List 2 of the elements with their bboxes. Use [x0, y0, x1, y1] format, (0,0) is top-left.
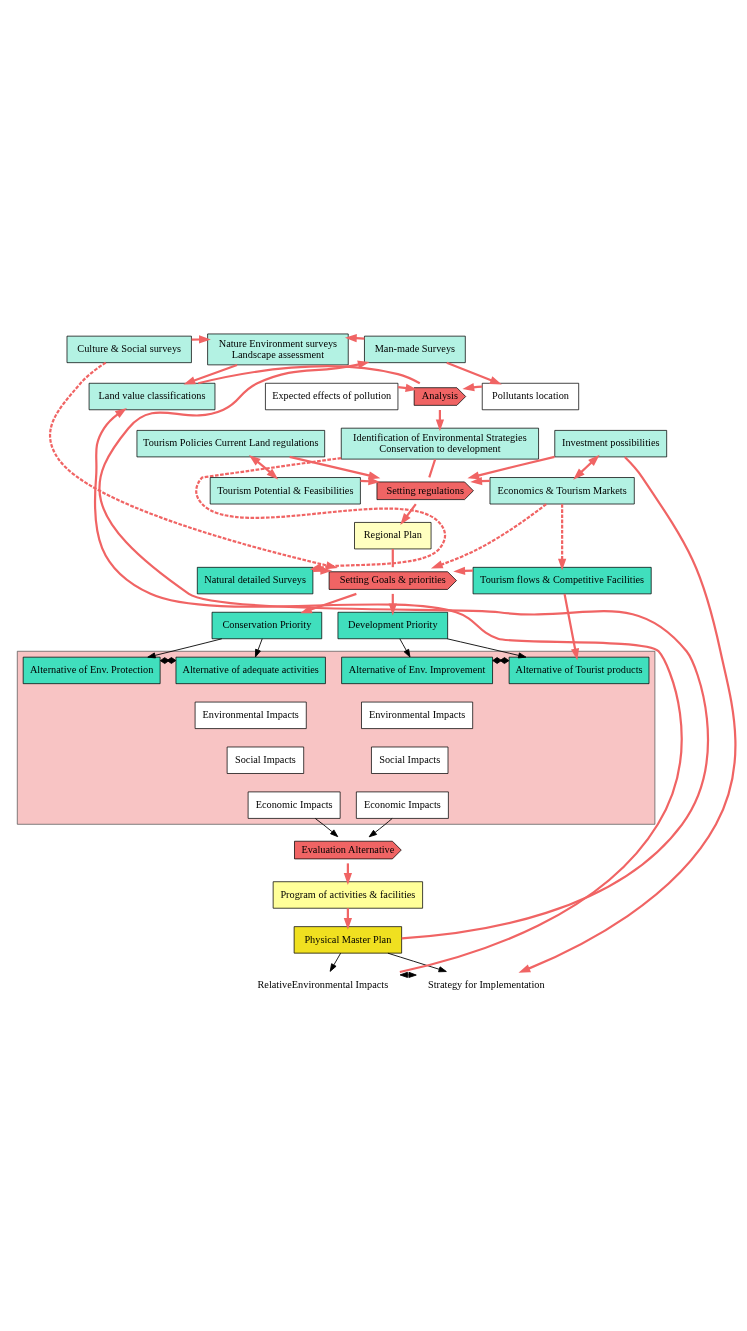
node-text: Strategy for Implementation [427, 978, 545, 990]
node-text: RelativeEnvironmental Impacts [257, 978, 389, 990]
